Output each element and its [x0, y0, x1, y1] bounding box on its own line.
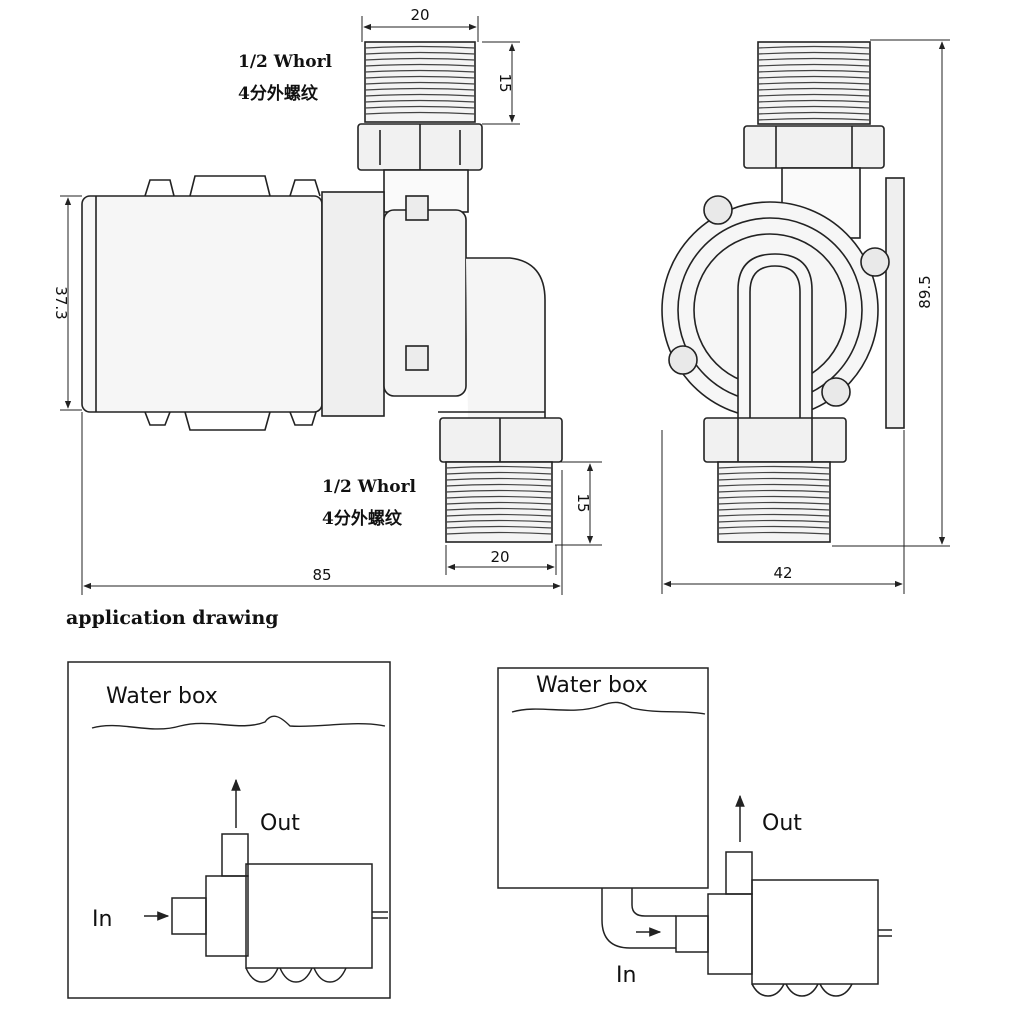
total-length-label: 85: [312, 566, 331, 584]
in-label-left: In: [92, 907, 112, 932]
thread-ridge: [364, 51, 476, 55]
side-height-label: 89.5: [916, 275, 934, 308]
application-caption: application drawing: [66, 607, 279, 629]
thread-ridge: [757, 63, 871, 67]
water-box-right-label: Water box: [536, 673, 648, 698]
thread-ridge: [717, 495, 831, 499]
side-width-label: 42: [773, 564, 792, 582]
thread-ridge: [364, 69, 476, 73]
thread-ridge: [364, 111, 476, 115]
motor-diameter-label: 37.3: [52, 286, 70, 319]
thread-ridge: [445, 483, 553, 487]
bottom-thread-note-line1: 1/2 Whorl: [322, 477, 417, 497]
motor-flange: [321, 191, 385, 417]
application-left: [67, 661, 391, 999]
water-box-right: [497, 667, 709, 889]
thread-ridge: [364, 45, 476, 49]
thread-ridge: [717, 489, 831, 493]
top-thread: [364, 41, 476, 123]
thread-ridge: [717, 519, 831, 523]
top-thread-note-line2: 4分外螺纹: [238, 83, 319, 104]
in-label-right: In: [616, 963, 636, 988]
motor-body: [81, 195, 323, 413]
thread-ridge: [445, 525, 553, 529]
bottom-nut: [439, 417, 563, 463]
thread-ridge: [717, 471, 831, 475]
thread-ridge: [757, 99, 871, 103]
top-thread-note-line1: 1/2 Whorl: [238, 52, 333, 72]
thread-ridge: [717, 465, 831, 469]
thread-ridge: [364, 93, 476, 97]
thread-ridge: [717, 477, 831, 481]
top-thread-height-label: 15: [496, 73, 514, 92]
thread-ridge: [757, 75, 871, 79]
bottom-thread-note-line2: 4分外螺纹: [322, 508, 403, 529]
thread-ridge: [757, 93, 871, 97]
pump-front-view: [81, 41, 563, 543]
water-box-left-label: Water box: [106, 684, 218, 709]
thread-ridge: [445, 495, 553, 499]
thread-ridge: [445, 465, 553, 469]
thread-ridge: [364, 63, 476, 67]
thread-ridge: [757, 69, 871, 73]
thread-ridge: [757, 51, 871, 55]
side-dimensions: [661, 39, 950, 594]
thread-ridge: [717, 507, 831, 511]
top-thread-width-label: 20: [410, 6, 429, 24]
pump-side-view: [661, 41, 905, 543]
bottom-thread: [445, 461, 553, 543]
thread-ridge: [757, 117, 871, 121]
thread-ridge: [364, 81, 476, 85]
water-box-left: [67, 661, 391, 999]
thread-ridge: [717, 525, 831, 529]
thread-ridge: [445, 471, 553, 475]
thread-ridge: [757, 105, 871, 109]
out-label-left: Out: [260, 811, 300, 836]
thread-ridge: [757, 81, 871, 85]
thread-ridge: [364, 105, 476, 109]
thread-ridge: [364, 57, 476, 61]
thread-ridge: [445, 531, 553, 535]
front-dimensions: [60, 16, 602, 595]
thread-ridge: [757, 87, 871, 91]
thread-ridge: [445, 513, 553, 517]
bottom-thread-height-label: 15: [574, 493, 592, 512]
bottom-thread-width-label: 20: [490, 548, 509, 566]
outlet-elbow: [466, 257, 546, 421]
thread-ridge: [445, 501, 553, 505]
thread-ridge: [717, 531, 831, 535]
thread-ridge: [445, 507, 553, 511]
thread-ridge: [717, 513, 831, 517]
thread-ridge: [717, 483, 831, 487]
thread-ridge: [364, 87, 476, 91]
application-right: [497, 667, 892, 997]
thread-ridge: [364, 99, 476, 103]
out-label-right: Out: [762, 811, 802, 836]
thread-ridge: [445, 477, 553, 481]
thread-ridge: [364, 75, 476, 79]
thread-ridge: [757, 45, 871, 49]
thread-ridge: [445, 489, 553, 493]
thread-ridge: [445, 519, 553, 523]
thread-ridge: [717, 501, 831, 505]
thread-ridge: [757, 111, 871, 115]
thread-ridge: [757, 57, 871, 61]
